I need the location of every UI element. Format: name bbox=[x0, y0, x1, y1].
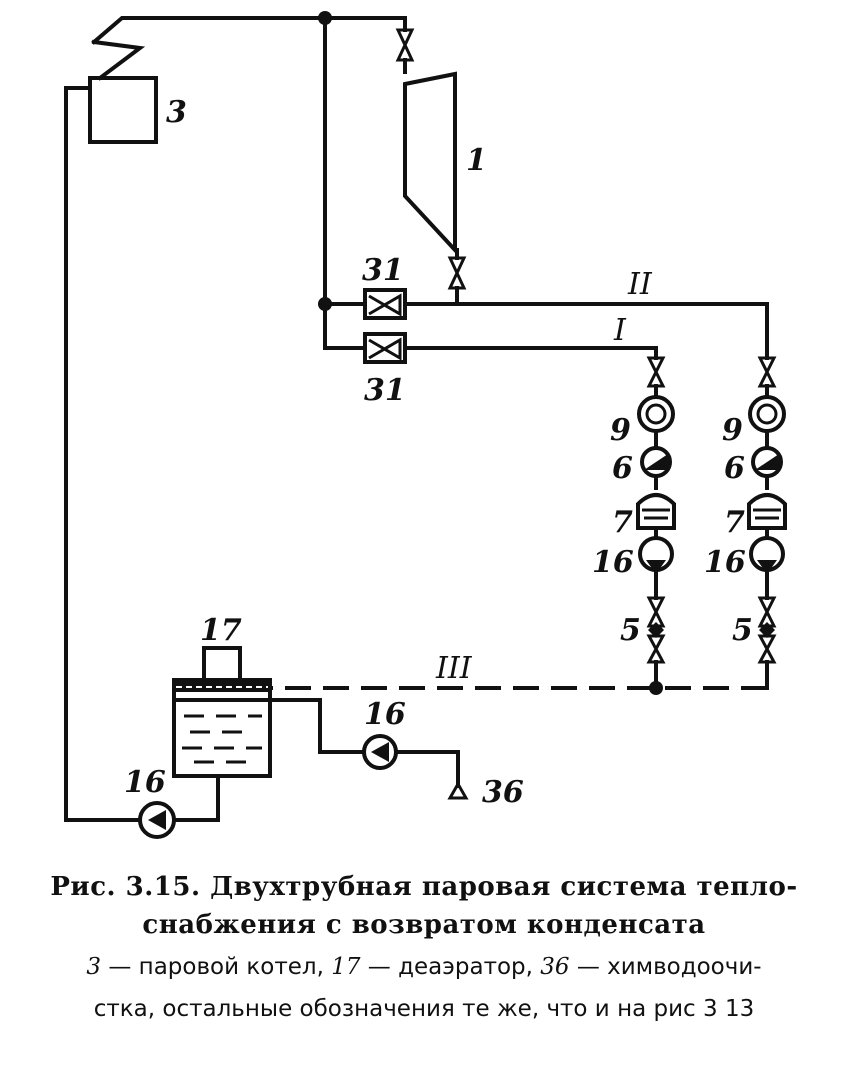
turbine bbox=[403, 71, 457, 256]
heat-supply-diagram: 3 1 31 31 II I III bbox=[64, 11, 787, 839]
caption-legend-line2: стка, остальные обозначения те же, что и… bbox=[93, 996, 755, 1022]
line-ii-label: II bbox=[627, 267, 653, 302]
heater-lower-label: 31 bbox=[364, 373, 406, 408]
makeup-pump bbox=[362, 734, 398, 770]
steam-supply-pipes bbox=[64, 16, 769, 822]
feed-pump-label: 16 bbox=[124, 765, 166, 800]
pump-left-label: 16 bbox=[592, 545, 634, 580]
heater-lower bbox=[363, 332, 407, 364]
figure-caption: Рис. 3.15. Двухтрубная паровая система т… bbox=[0, 868, 848, 1028]
water-treatment-symbol bbox=[447, 780, 469, 800]
boiler bbox=[88, 76, 158, 144]
heater-upper-label: 31 bbox=[362, 253, 404, 288]
meter-left-label: 9 bbox=[610, 413, 631, 448]
valve-turbine-outlet bbox=[447, 256, 467, 290]
valve-left-label: 5 bbox=[620, 613, 641, 648]
trap-left-label: 7 bbox=[612, 505, 633, 540]
valve-turbine-inlet bbox=[395, 28, 415, 62]
heater-upper bbox=[363, 288, 407, 320]
legend-text: — химводоочи- bbox=[569, 954, 762, 980]
meter-right-label: 9 bbox=[722, 413, 743, 448]
pump-right-label: 16 bbox=[704, 545, 746, 580]
trap-right-label: 7 bbox=[724, 505, 745, 540]
legend-text: — паровой котел, bbox=[101, 954, 332, 980]
makeup-pipe bbox=[268, 698, 366, 754]
turbine-label: 1 bbox=[466, 143, 487, 178]
line-iii-label: III bbox=[435, 651, 473, 686]
valve-right-label: 5 bbox=[732, 613, 753, 648]
water-treatment-label: 36 bbox=[482, 775, 524, 810]
caption-title-line1: Рис. 3.15. Двухтрубная паровая система т… bbox=[50, 872, 798, 902]
regulator-left-label: 6 bbox=[612, 451, 633, 486]
legend-num: 17 bbox=[331, 954, 361, 980]
legend-num: 3 bbox=[86, 954, 102, 980]
deaerator-label: 17 bbox=[200, 613, 242, 648]
branch-right bbox=[747, 356, 787, 690]
branch-left bbox=[636, 356, 676, 690]
line-i-label: I bbox=[613, 313, 627, 348]
deaerator bbox=[172, 646, 272, 778]
regulator-right-label: 6 bbox=[724, 451, 745, 486]
boiler-label: 3 bbox=[166, 95, 187, 130]
legend-text: — деаэратор, bbox=[360, 954, 541, 980]
junction-dot-mid bbox=[318, 297, 332, 311]
caption-legend-line1: 3 — паровой котел, 17 — деаэратор, 36 — … bbox=[0, 948, 848, 986]
feed-pump bbox=[138, 801, 176, 839]
caption-title-line2: снабжения с возвратом конденсата bbox=[142, 910, 706, 940]
junction-dot-top bbox=[318, 11, 332, 25]
makeup-pump-label: 16 bbox=[364, 697, 406, 732]
legend-num: 36 bbox=[540, 954, 570, 980]
